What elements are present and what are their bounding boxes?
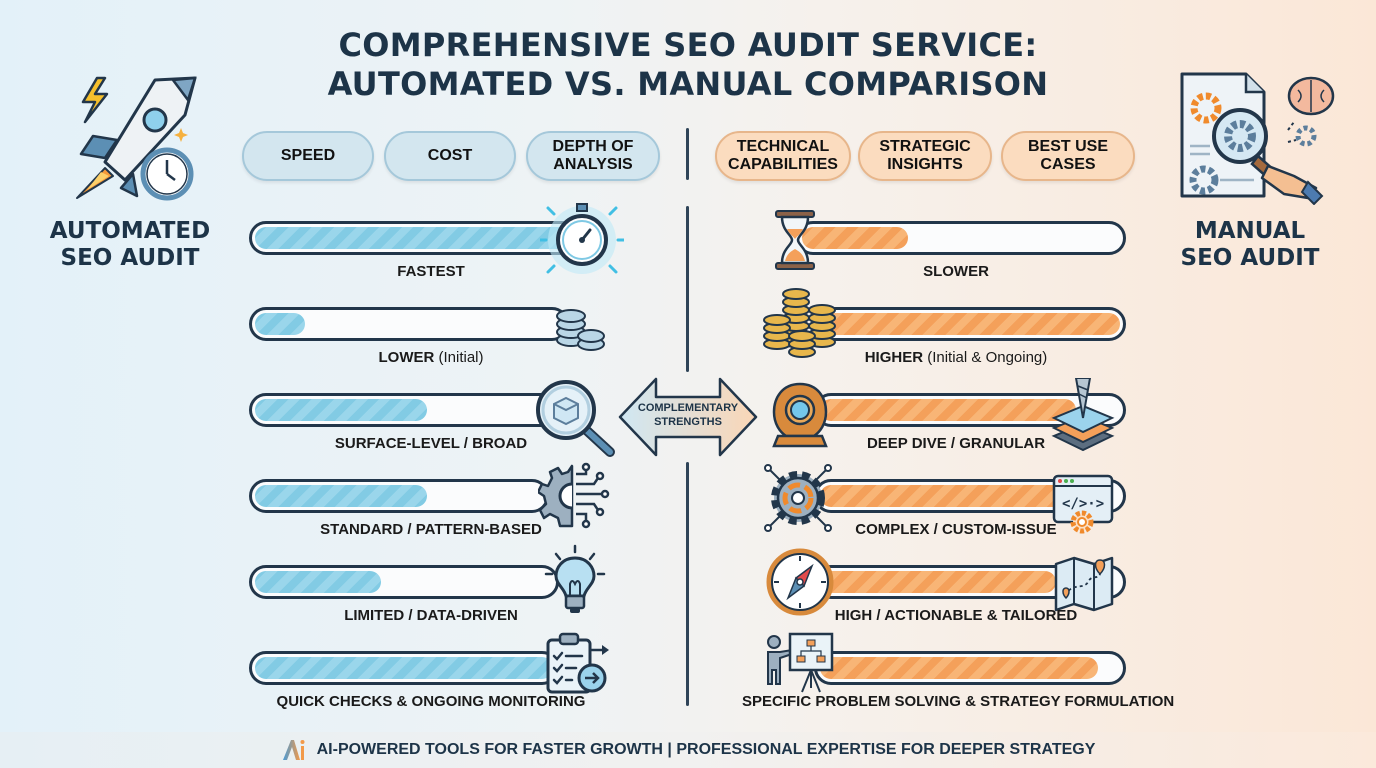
- center-label-line-2: STRENGTHS: [654, 416, 722, 428]
- lightbulb-icon: [544, 544, 606, 613]
- manual-speed-bar: [796, 221, 1126, 255]
- automated-technical-bar: [249, 479, 549, 513]
- bar-fill: [820, 657, 1098, 679]
- automated-usecase-label: QUICK CHECKS & ONGOING MONITORING: [276, 693, 586, 710]
- automated-cost-bar: [249, 307, 569, 341]
- bar-fill: [820, 571, 1056, 593]
- automated-insights-bar: [249, 565, 559, 599]
- coin-stacks-icon: [763, 288, 836, 358]
- bar-fill: [255, 571, 381, 593]
- automated-usecase-bar: [249, 651, 559, 685]
- presenter-chart-icon: [767, 632, 834, 693]
- title-line-1: COMPREHENSIVE SEO AUDIT SERVICE:: [338, 26, 1038, 64]
- bar-fill: [255, 657, 553, 679]
- code-window-gear-icon: </>·>: [1052, 474, 1114, 534]
- manual-depth-label: DEEP DIVE / GRANULAR: [866, 435, 1046, 452]
- bar-fill: [255, 227, 573, 249]
- magnifier-cube-icon: [536, 380, 615, 457]
- gear-circuit-icon: [538, 462, 610, 529]
- bar-fill: [820, 399, 1076, 421]
- automated-speed-bar: [249, 221, 579, 255]
- divider-top: [686, 128, 689, 180]
- footer-banner: AI-POWERED TOOLS FOR FASTER GROWTH | PRO…: [0, 732, 1376, 768]
- manual-insights-label: HIGH / ACTIONABLE & TAILORED: [834, 607, 1078, 624]
- automated-depth-label: SURFACE-LEVEL / BROAD: [334, 435, 528, 452]
- bar-fill: [255, 313, 305, 335]
- svg-text:</>·>: </>·>: [1062, 496, 1104, 512]
- document-magnifier-brain-icon: [1180, 72, 1335, 205]
- ai-logo-icon: [282, 740, 305, 760]
- manual-title: MANUAL SEO AUDIT: [1180, 218, 1320, 271]
- hourglass-icon: [775, 210, 815, 270]
- manual-technical-label: COMPLEX / CUSTOM-ISSUE: [855, 521, 1057, 538]
- center-label-line-1: COMPLEMENTARY: [637, 402, 739, 414]
- diving-helmet-icon: [772, 382, 828, 448]
- gear-wrench-icon: [764, 464, 832, 532]
- automated-speed-label: FASTEST: [397, 263, 465, 280]
- complementary-strengths-arrow: COMPLEMENTARY STRENGTHS: [618, 375, 758, 459]
- category-cost: COST: [384, 131, 516, 181]
- divider-lower: [686, 462, 689, 706]
- manual-cost-bar: [814, 307, 1126, 341]
- manual-usecase-bar: [814, 651, 1126, 685]
- title-line-2: AUTOMATED VS. MANUAL COMPARISON: [327, 65, 1049, 103]
- bar-fill: [802, 227, 908, 249]
- automated-title: AUTOMATED SEO AUDIT: [49, 218, 211, 271]
- divider-upper: [686, 206, 689, 372]
- manual-cost-label: HIGHER (Initial & Ongoing): [864, 349, 1048, 366]
- bar-fill: [255, 399, 427, 421]
- manual-usecase-label: SPECIFIC PROBLEM SOLVING & STRATEGY FORM…: [742, 693, 1175, 710]
- automated-depth-bar: [249, 393, 559, 427]
- footer-text: AI-POWERED TOOLS FOR FASTER GROWTH | PRO…: [316, 741, 1096, 758]
- double-arrow-icon: [618, 377, 758, 457]
- manual-speed-label: SLOWER: [923, 263, 989, 280]
- automated-insights-label: LIMITED / DATA-DRIVEN: [344, 607, 518, 624]
- bar-fill: [820, 313, 1120, 335]
- category-speed: SPEED: [242, 131, 374, 181]
- bar-fill: [255, 485, 427, 507]
- clipboard-checklist-icon: [546, 632, 609, 694]
- map-route-icon: [1054, 556, 1114, 612]
- stopwatch-icon: [540, 203, 624, 274]
- rocket-clock-icon: [76, 76, 197, 201]
- coins-icon: [556, 309, 605, 351]
- automated-cost-label: LOWER (Initial): [378, 349, 484, 366]
- bar-fill: [820, 485, 1066, 507]
- page-title: COMPREHENSIVE SEO AUDIT SERVICE: AUTOMAT…: [0, 26, 1376, 104]
- automated-technical-label: STANDARD / PATTERN-BASED: [320, 521, 542, 538]
- drill-layers-icon: [1051, 378, 1115, 452]
- compass-icon: [766, 548, 834, 616]
